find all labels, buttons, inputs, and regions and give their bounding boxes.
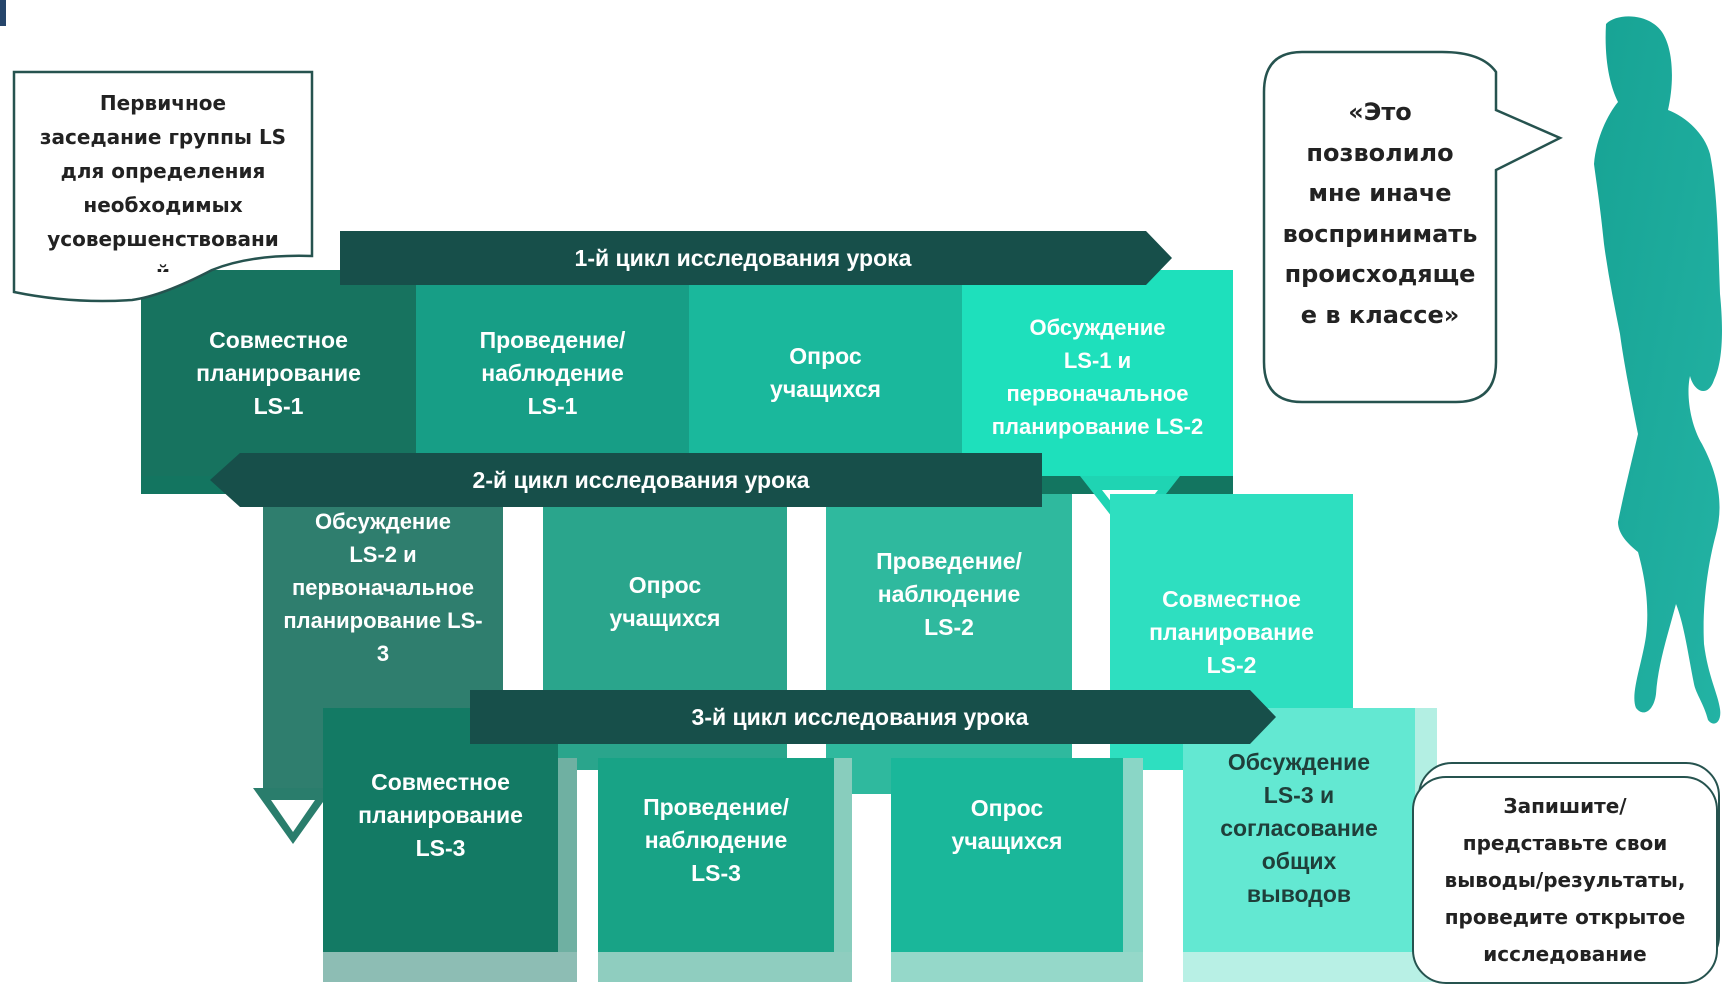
note-left-text: Первичное заседание группы LS для опреде… [39, 91, 287, 272]
edge-accent [0, 0, 6, 26]
row3-step-4-shadow [1183, 952, 1437, 982]
quote-bubble-shape [1262, 50, 1563, 404]
row2-step-3: Проведение/ наблюдение LS-2 [826, 494, 1072, 794]
row3-step-4: Обсуждение LS-3 и согласование общих выв… [1183, 708, 1415, 952]
woman-silhouette-icon [1594, 16, 1722, 724]
row1-step-1: Совместное планирование LS-1 [141, 270, 416, 476]
row1-step-2: Проведение/ наблюдение LS-1 [416, 270, 689, 476]
row3-step-2-shadow [598, 952, 852, 982]
cycle2-banner-label: 2-й цикл исследования урока [472, 466, 810, 493]
row3-step-2: Проведение/ наблюдение LS-3 [598, 758, 834, 952]
row3-step-3: Опрос учащихся [891, 758, 1123, 952]
cycle1-banner-arrow [340, 231, 1172, 285]
down-arrow-left [253, 788, 333, 844]
cycle3-banner-label: 3-й цикл исследования урока [691, 703, 1029, 730]
row3-step-3-shadow [891, 952, 1143, 982]
note-right: Запишите/ представьте свои выводы/резуль… [1412, 776, 1718, 984]
note-left-shape [12, 70, 314, 303]
cycle3-banner-arrow [470, 690, 1276, 744]
cycle2-banner-arrow [210, 453, 1042, 507]
row3-step-1-shadow [323, 952, 577, 982]
cycle1-banner-label: 1-й цикл исследования урока [574, 244, 912, 271]
quote-text: «Это позволило мне иначе воспринимать пр… [1282, 98, 1478, 329]
row3-step-1: Совместное планирование LS-3 [323, 708, 558, 952]
row1-step-3: Опрос учащихся [689, 270, 962, 476]
row1-step-4: Обсуждение LS-1 и первоначальное планиро… [962, 270, 1233, 476]
